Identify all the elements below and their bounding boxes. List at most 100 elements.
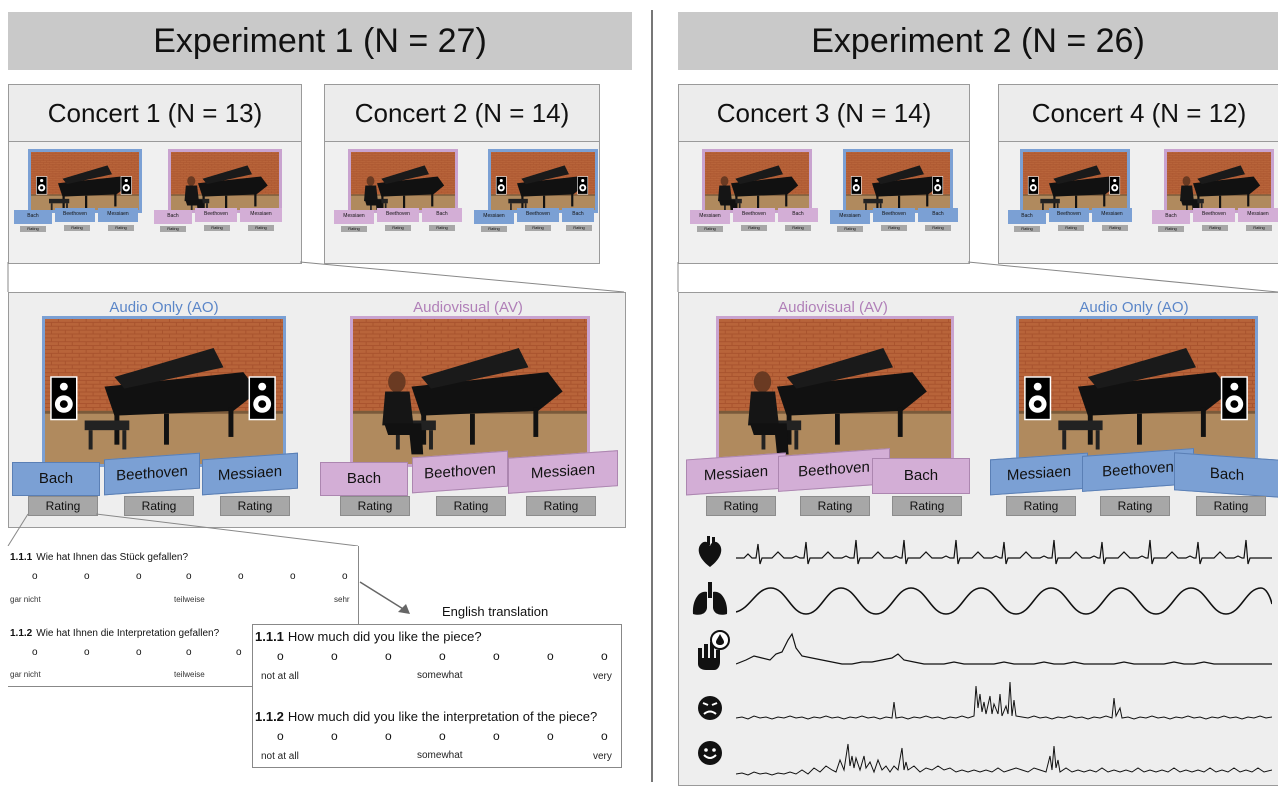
exp1-ao-rating-1: Rating [28,496,98,516]
concert-1-ao-rating-3: Rating [108,225,134,231]
concert-3-ao-rating-2: Rating [881,225,907,231]
english-q2-high: very [593,751,612,762]
exp1-av-rating-3: Rating [526,496,596,516]
concert-4-ao-chip-1: Bach [1008,210,1046,224]
concert-2-ao-rating-3: Rating [566,225,592,231]
concert-3-av-rating-2: Rating [741,225,767,231]
experiment-divider [651,10,653,782]
exp2-ao-rating-2: Rating [1100,496,1170,516]
german-q2-option-5[interactable]: o [236,647,242,658]
german-q2-option-3[interactable]: o [136,647,142,658]
concert-2-ao-chip-1: Messiaen [474,210,514,224]
english-q1-option-5[interactable]: o [493,649,500,663]
exp2-ao-chip-messiaen: Messiaen [990,452,1088,496]
english-q1-option-7[interactable]: o [601,649,608,663]
concert-4-title: Concert 4 (N = 12) [999,85,1278,142]
concert-3-ao-rating-1: Rating [837,226,863,232]
exp1-ao-chip-bach: Bach [12,462,100,496]
concert-4-av-chip-2: Beethoven [1193,208,1235,222]
concert-2-av-chip-1: Messiaen [334,210,374,224]
exp2-av-chip-messiaen: Messiaen [686,452,786,496]
exp2-ao-rating-1: Rating [1006,496,1076,516]
exp2-zoom-lines [677,261,1278,293]
english-q2-mid: somewhat [417,750,463,761]
english-q2-option-6[interactable]: o [547,729,554,743]
concert-1-av-chip-1: Bach [154,210,192,224]
exp1-av-chip-bach: Bach [320,462,408,496]
concert-1-ao-chip-3: Messiaen [98,208,138,222]
german-q2-option-1[interactable]: o [32,647,38,658]
english-q2-option-1[interactable]: o [277,729,284,743]
hand-sweat-icon [698,630,730,670]
english-q2-option-2[interactable]: o [331,729,338,743]
concert-1-ao-rating-1: Rating [20,226,46,232]
english-q1-option-4[interactable]: o [439,649,446,663]
english-q1-high: very [593,671,612,682]
concert-2-av-chip-3: Bach [422,208,462,222]
english-q2-low: not at all [261,751,299,762]
exp2-av-rating-1: Rating [706,496,776,516]
experiment-2-title: Experiment 2 (N = 26) [678,12,1278,70]
concert-2-av-rating-2: Rating [385,225,411,231]
concert-2-av-chip-2: Beethoven [377,208,419,222]
english-q1-option-2[interactable]: o [331,649,338,663]
english-q2-option-3[interactable]: o [385,729,392,743]
frown-emg-trace [736,681,1272,720]
smile-emg-trace [736,743,1272,776]
german-q1-option-7[interactable]: o [342,571,348,582]
angry-face-icon [698,696,722,720]
concert-2-title: Concert 2 (N = 14) [325,85,599,142]
heart-icon [698,536,722,567]
concert-2-ao-rating-2: Rating [525,225,551,231]
lungs-icon [692,582,728,615]
exp1-questionnaire-connector [7,513,410,614]
english-q1-option-3[interactable]: o [385,649,392,663]
english-q2-number: 1.1.2 [255,709,284,724]
concert-1-title: Concert 1 (N = 13) [9,85,301,142]
german-q1-option-1[interactable]: o [32,571,38,582]
german-q1-option-4[interactable]: o [186,571,192,582]
german-q2-option-4[interactable]: o [186,647,192,658]
german-q1-option-5[interactable]: o [238,571,244,582]
concert-3-av-chip-2: Beethoven [733,208,775,222]
german-q1-option-3[interactable]: o [136,571,142,582]
german-q1-option-6[interactable]: o [290,571,296,582]
concert-4-av-rating-1: Rating [1158,226,1184,232]
ecg-trace [736,539,1272,565]
concert-4-ao-rating-3: Rating [1102,225,1128,231]
concert-4-av-rating-2: Rating [1202,225,1228,231]
exp2-av-photo [716,316,954,467]
german-q2-option-2[interactable]: o [84,647,90,658]
german-q1-text: Wie hat Ihnen das Stück gefallen? [36,552,189,563]
concert-1-av-chip-2: Beethoven [195,208,237,222]
english-q2-text: How much did you like the interpretation… [287,709,598,724]
english-q2-option-7[interactable]: o [601,729,608,743]
exp1-ao-rating-3: Rating [220,496,290,516]
exp1-ao-label: Audio Only (AO) [109,299,219,316]
physiological-signals [736,539,1272,776]
english-q2-option-4[interactable]: o [439,729,446,743]
german-q1-option-2[interactable]: o [84,571,90,582]
english-q1-option-1[interactable]: o [277,649,284,663]
concert-2-ao-rating-1: Rating [481,226,507,232]
exp2-av-label: Audiovisual (AV) [778,299,888,316]
german-q2-number: 1.1.2 [10,628,33,639]
concert-4-ao-rating-1: Rating [1014,226,1040,232]
german-q1-number: 1.1.1 [10,552,33,563]
german-q2-low: gar nicht [10,670,41,679]
english-q2-option-5[interactable]: o [493,729,500,743]
german-q2-mid: teilweise [174,670,205,679]
exp2-ao-chip-bach: Bach [1174,452,1278,498]
german-q2-text: Wie hat Ihnen die Interpretation gefalle… [36,628,220,639]
concert-3-av-rating-3: Rating [785,225,811,231]
english-q1-text: How much did you like the piece? [287,629,482,644]
english-q1-option-6[interactable]: o [547,649,554,663]
respiration-trace [736,587,1272,615]
german-q1-mid: teilweise [174,595,205,604]
concert-1-av-rating-3: Rating [248,225,274,231]
concert-4-ao-chip-2: Beethoven [1049,208,1089,222]
concert-2-av-rating-1: Rating [341,226,367,232]
exp1-av-rating-2: Rating [436,496,506,516]
